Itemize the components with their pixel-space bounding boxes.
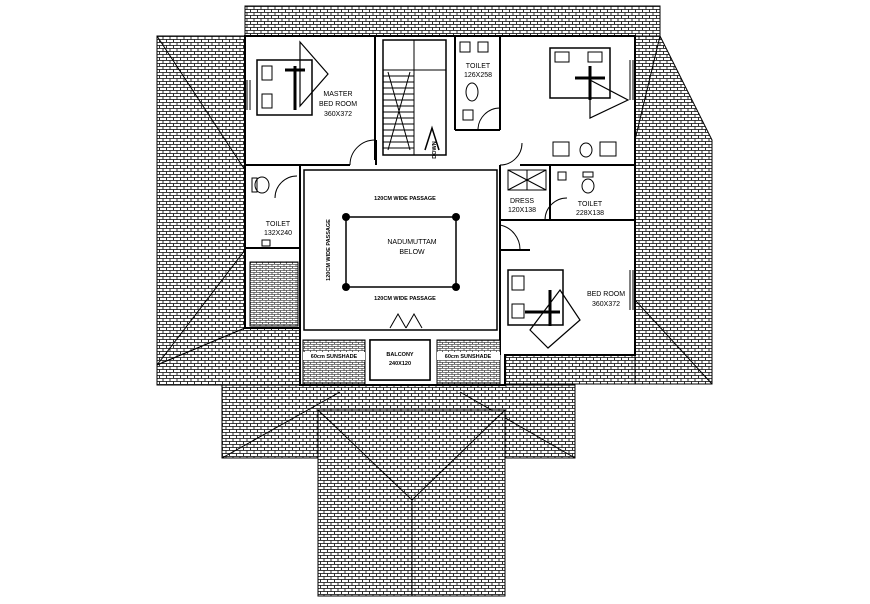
toilet-top-fixtures <box>459 41 501 131</box>
master-bed <box>256 40 329 116</box>
master-bedroom-name-2: BED ROOM <box>319 101 357 108</box>
bedroom-name: BED ROOM <box>587 291 625 298</box>
roof-left-wing <box>156 35 246 366</box>
nadumuttam-label-2: BELOW <box>399 249 425 256</box>
staircase <box>383 40 446 155</box>
toilet-left-name: TOILET <box>266 221 291 228</box>
toilet-top-size: 126X258 <box>464 72 492 79</box>
nadumuttam: NADUMUTTAM BELOW <box>342 213 460 291</box>
balcony: BALCONY 240X120 <box>369 339 431 381</box>
toilet-right-name: TOILET <box>578 201 603 208</box>
doors <box>349 139 523 329</box>
toilet-right-fixtures <box>544 171 595 221</box>
toilet-left-size: 132X240 <box>264 230 292 237</box>
left-sitout-tile <box>249 261 299 327</box>
toilet-top-name: TOILET <box>466 63 491 70</box>
windows <box>246 60 634 310</box>
master-bedroom-name-1: MASTER <box>323 91 352 98</box>
balcony-size: 240X120 <box>389 361 411 367</box>
passage-left-label: 120CM WIDE PASSAGE <box>326 219 332 281</box>
roof-top <box>244 5 661 37</box>
toilet-left-fixtures <box>251 175 298 247</box>
master-bedroom-size: 360X372 <box>324 111 352 118</box>
dress-size: 120X138 <box>508 207 536 214</box>
roof <box>156 5 713 597</box>
toilet-right-size: 228X138 <box>576 210 604 217</box>
right-bed <box>507 269 581 349</box>
dress-wardrobe <box>507 169 547 191</box>
passage-bottom-label: 120CM WIDE PASSAGE <box>374 296 436 302</box>
dress-name: DRESS <box>510 198 534 205</box>
sunshade-left <box>302 339 366 385</box>
passage-top-label: 120CM WIDE PASSAGE <box>374 196 436 202</box>
sunshade-left-label: 60cm SUNSHADE <box>311 354 358 360</box>
balcony-name: BALCONY <box>386 352 414 358</box>
sunshade-right-label: 60cm SUNSHADE <box>445 354 492 360</box>
top-right-bed <box>549 47 630 158</box>
floor-interior <box>244 35 636 386</box>
roof-right-wing <box>634 35 713 385</box>
roof-middle-right <box>504 354 636 385</box>
stair-down-label: DOWN <box>432 141 438 158</box>
bedroom-size: 360X372 <box>592 301 620 308</box>
walls <box>245 36 635 381</box>
sunshade-right <box>436 339 501 385</box>
nadumuttam-label-1: NADUMUTTAM <box>387 239 436 246</box>
